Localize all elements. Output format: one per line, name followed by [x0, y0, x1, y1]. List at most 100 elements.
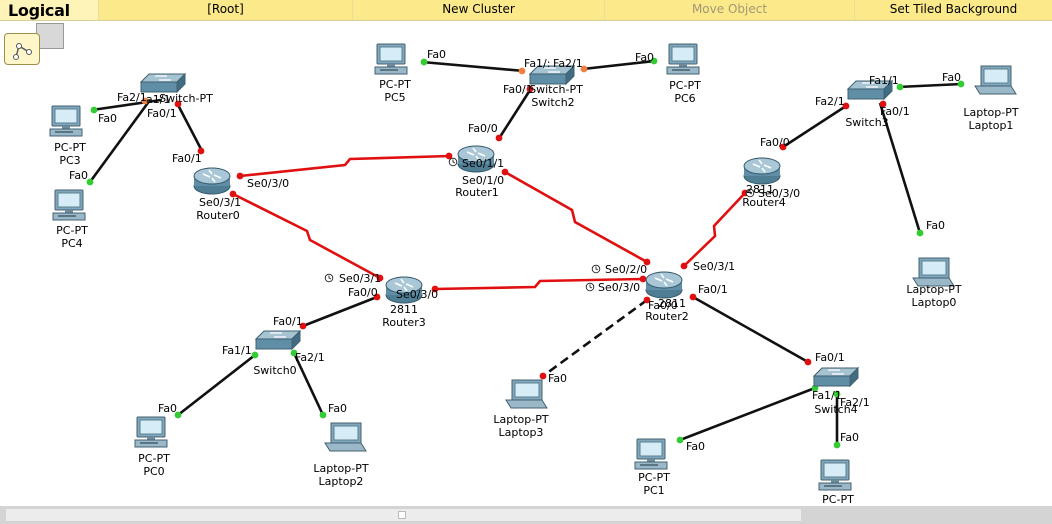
new-cluster-button[interactable]: New Cluster [352, 0, 604, 20]
port-label: Fa0/1 [698, 283, 728, 296]
link-switch2-pc6 [582, 59, 656, 71]
horizontal-scrollbar[interactable] [0, 506, 1052, 524]
port-label: Fa0 [328, 402, 347, 415]
port-indicators [86, 57, 965, 449]
router4-name-label: Router4 [742, 196, 785, 209]
clock-icon [585, 282, 595, 292]
pc-bottom-icon[interactable] [818, 459, 852, 491]
clock-icon [591, 264, 601, 274]
port-label: Fa0/0 [468, 122, 498, 135]
laptop2-name-label: Laptop2 [319, 475, 364, 488]
router3-type-label: 2811 [390, 303, 418, 316]
laptop2-type-label: Laptop-PT [313, 462, 368, 475]
port-label: Se0/1/1 [462, 157, 504, 170]
port-label: Fa1/1 [869, 74, 899, 87]
pc0-icon[interactable] [134, 416, 168, 448]
set-tiled-background-button[interactable]: Set Tiled Background [854, 0, 1052, 20]
logical-mode-label: Logical [8, 1, 70, 20]
port-label: Fa0/1 [172, 152, 202, 165]
link-switch0-laptop2 [292, 352, 325, 416]
cluster-view-icon[interactable] [4, 33, 40, 65]
topology-canvas[interactable]: PC-PT PC5 PC-PT PC6 PC-PT PC3 PC-PT PC4 … [0, 20, 1052, 506]
pc3-type-label: PC-PT [54, 141, 86, 154]
pc1-icon[interactable] [634, 438, 668, 470]
pc-bottom-type-label: PC-PT [822, 493, 854, 506]
laptop3-name-label: Laptop3 [499, 426, 544, 439]
port-label: Fa0 [69, 169, 88, 182]
pc3-icon[interactable] [49, 105, 83, 137]
laptop0-name-label: Laptop0 [912, 296, 957, 309]
router1-name-label: Router1 [455, 186, 498, 199]
toolbar: Logical [Root] New Cluster Move Object S… [0, 0, 1052, 21]
port-label: Fa0/1 [503, 83, 533, 96]
port-label: Fa0/1 [880, 105, 910, 118]
port-label: Se0/3/0 [598, 281, 640, 294]
pc4-name-label: PC4 [61, 237, 82, 250]
port-label: Fa0/0 [348, 286, 378, 299]
laptop1-type-label: Laptop-PT [963, 106, 1018, 119]
port-label: Fa2/1 [117, 91, 147, 104]
link-switch4-pc1 [679, 386, 816, 442]
pc6-type-label: PC-PT [669, 79, 701, 92]
port-label: Fa0/1 [273, 315, 303, 328]
port-label: Se0/3/0 [396, 288, 438, 301]
switch0-icon[interactable] [255, 330, 301, 350]
laptop1-icon[interactable] [974, 65, 1017, 95]
laptop3-icon[interactable] [505, 379, 548, 409]
switch2-name-label: Switch2 [531, 96, 574, 109]
pc6-icon[interactable] [666, 43, 700, 75]
router4-type-label: 2811 [746, 183, 774, 196]
router2-icon[interactable] [645, 271, 683, 299]
serial-router0-router1 [239, 154, 451, 178]
switch4-name-label: Switch4 [814, 403, 857, 416]
laptop0-type-label: Laptop-PT [906, 283, 961, 296]
root-button[interactable]: [Root] [98, 0, 352, 20]
port-label: Fa0/1 [147, 107, 177, 120]
pc0-type-label: PC-PT [138, 452, 170, 465]
router0-icon[interactable] [193, 167, 231, 195]
port-label: Fa0 [635, 51, 654, 64]
switch3-name-label: Switch3 [845, 116, 888, 129]
pc5-name-label: PC5 [384, 91, 405, 104]
port-label: Se0/2/0 [605, 263, 647, 276]
port-label: Fa0 [427, 48, 446, 61]
port-label: Fa0 [926, 219, 945, 232]
clock-icon [324, 273, 334, 283]
router2-name-label: Router2 [645, 310, 688, 323]
switch4-icon[interactable] [813, 367, 859, 387]
pc5-icon[interactable] [374, 43, 408, 75]
port-label: a1/1 [146, 93, 170, 106]
scrollbar-thumb[interactable] [398, 511, 406, 519]
port-label: Fa0 [942, 71, 961, 84]
port-label: Fa0/1 [815, 351, 845, 364]
link-router3-switch0 [302, 295, 378, 328]
port-label: Fa2/1 [840, 396, 870, 409]
port-label: Fa0 [98, 112, 117, 125]
pc4-type-label: PC-PT [56, 224, 88, 237]
router4-icon[interactable] [743, 157, 781, 185]
port-label: Fa2/1 [295, 351, 325, 364]
port-label: Fa1/1 [222, 344, 252, 357]
pc1-type-label: PC-PT [638, 471, 670, 484]
switch2-type-label: Switch-PT [529, 83, 583, 96]
links [88, 59, 963, 445]
port-label: Fa1/1 [812, 389, 842, 402]
laptop3-type-label: Laptop-PT [493, 413, 548, 426]
port-label: Fa0/0 [760, 136, 790, 149]
port-label: Se0/3/0 [758, 187, 800, 200]
port-label: Fa0 [158, 402, 177, 415]
laptop0-icon[interactable] [912, 257, 955, 287]
link-pc5-switch2 [421, 60, 525, 73]
laptop2-icon[interactable] [324, 422, 367, 452]
switch0-name-label: Switch0 [253, 364, 296, 377]
move-object-button[interactable]: Move Object [604, 0, 854, 20]
pc6-name-label: PC6 [674, 92, 695, 105]
link-switch3-router4 [782, 104, 847, 149]
port-label: Fa0 [686, 440, 705, 453]
port-label: Fa2/1 [815, 95, 845, 108]
link-switch3-laptop1 [897, 82, 963, 89]
serial-router1-router2 [504, 170, 648, 264]
switch1-icon[interactable] [140, 73, 186, 93]
serial-router2-router4 [683, 192, 746, 267]
pc4-icon[interactable] [52, 189, 86, 221]
